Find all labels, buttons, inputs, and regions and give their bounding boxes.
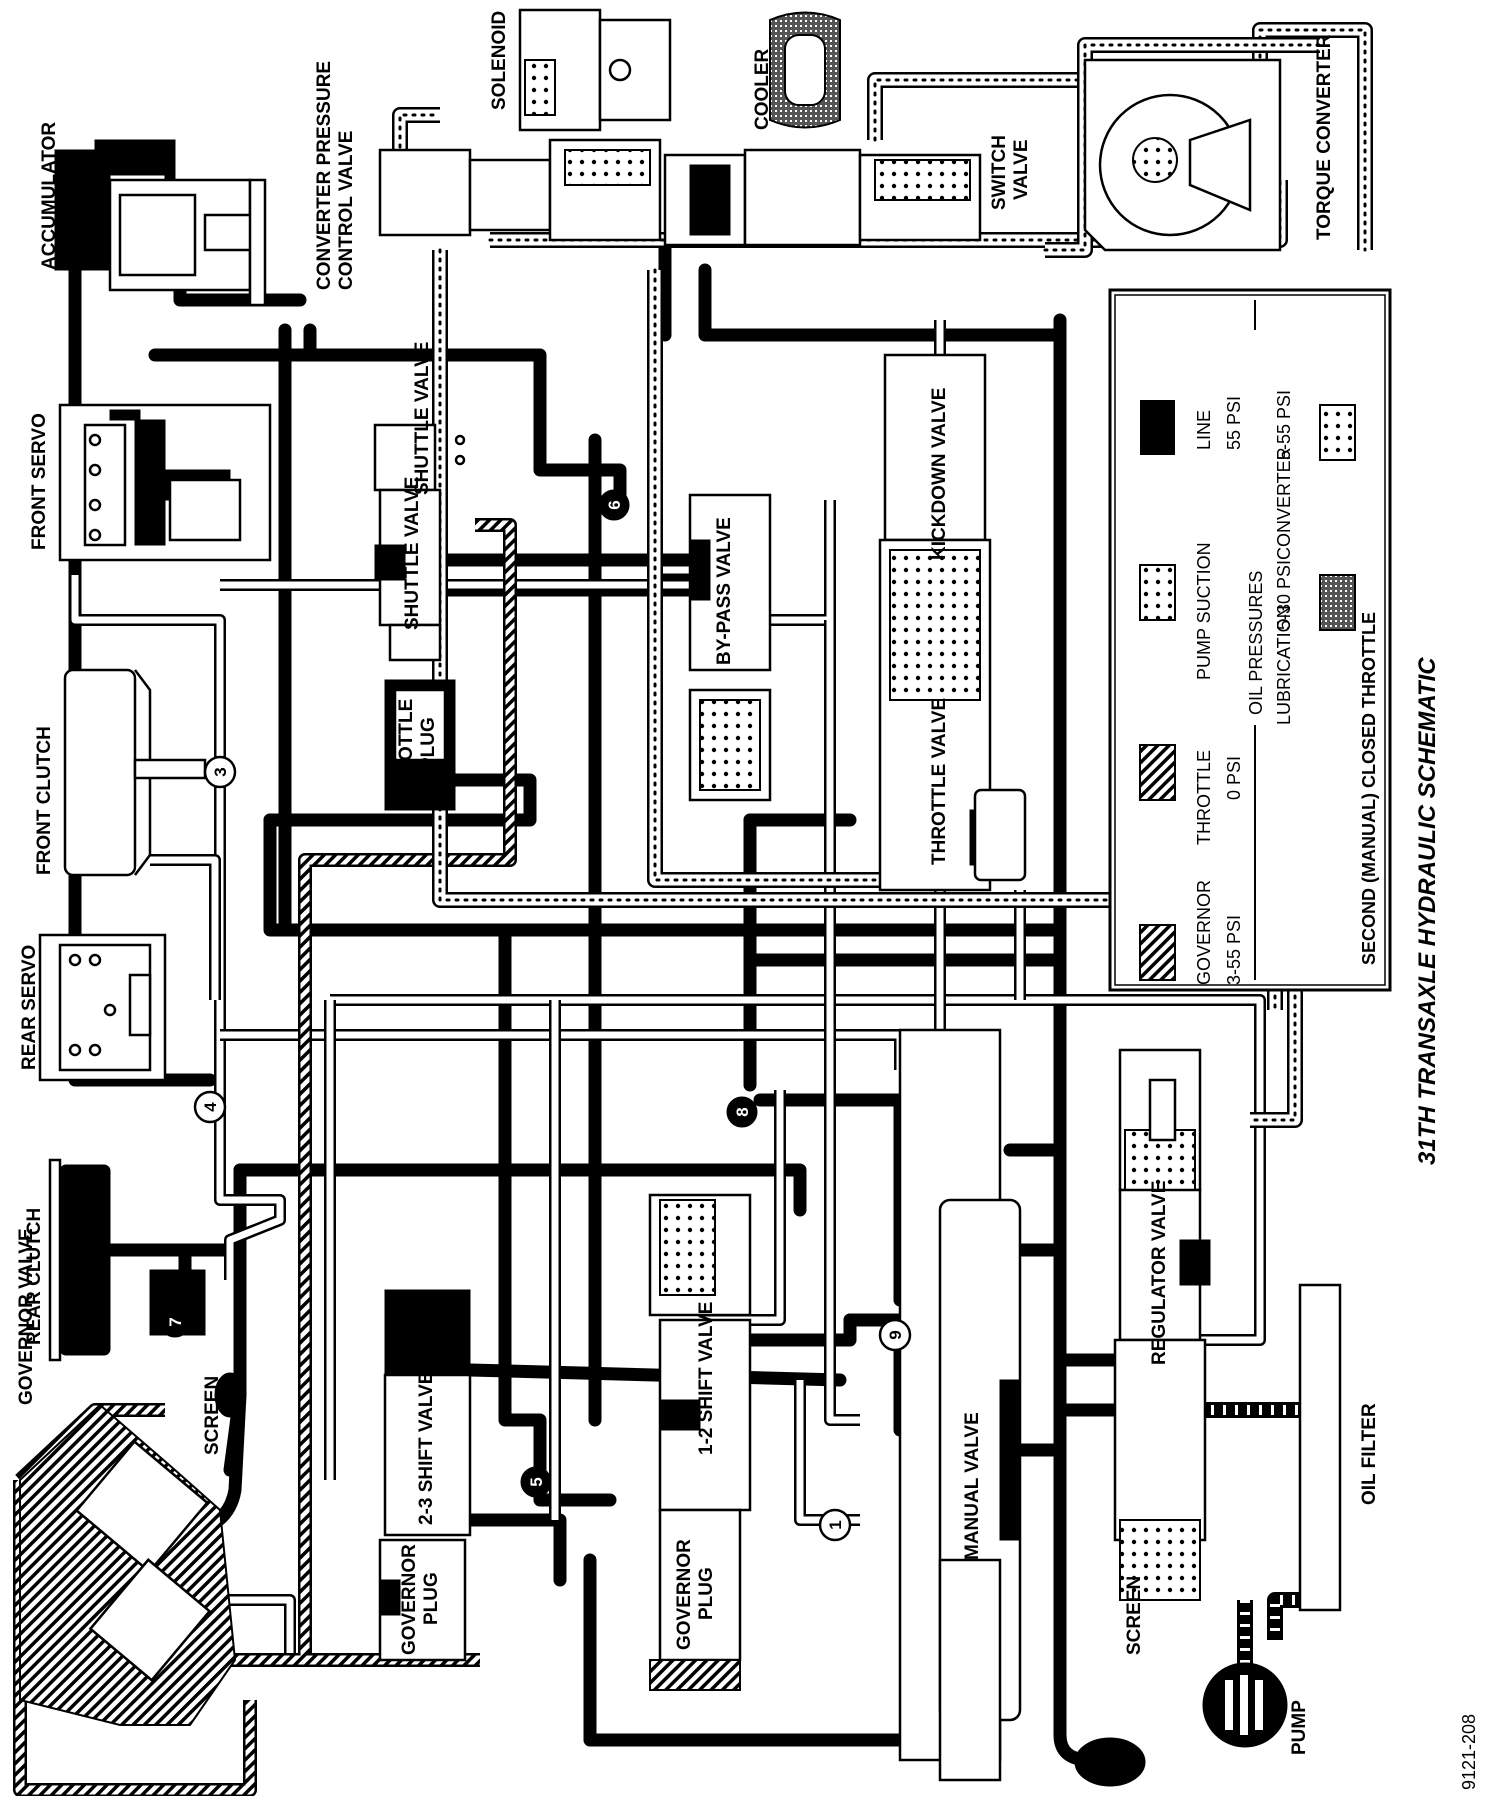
manual-valve-body [898,1028,1022,1782]
legend-line-name: LINE [1194,410,1214,450]
legend-header: OIL PRESSURES [1246,571,1266,715]
check-ball-7: 7 [159,1306,191,1338]
label-governor-left: GOVERNOR [399,1544,420,1655]
component-labels: GOVERNOR VALVE SCREEN REAR CLUTCH REAR S… [16,11,1380,1755]
label-throttle: THROTTLE [396,699,417,800]
torque-converter-body [1083,58,1282,252]
figure-code: 9121-208 [1459,1714,1479,1790]
front-clutch-body [63,668,207,877]
label-switch-valve: VALVE [1011,139,1032,200]
check-ball-5: 5 [520,1466,552,1498]
label-converter-pressure: CONVERTER PRESSURE [314,61,335,290]
legend-swatch-line [1140,400,1175,455]
legend-line-value: 55 PSI [1224,396,1244,450]
regulator-valve-body [1113,1048,1211,1601]
label-accumulator: ACCUMULATOR [39,122,60,270]
legend-swatch-converter [1319,404,1356,461]
label-oil-filter: OIL FILTER [1359,1403,1380,1505]
label-front-servo: FRONT SERVO [29,413,50,550]
converter-control-body [378,8,672,242]
legend-throttle-name: THROTTLE [1194,750,1214,845]
svg-text:6: 6 [605,500,624,509]
label-front-clutch: FRONT CLUTCH [34,726,55,875]
diagram-title: 31TH TRANSAXLE HYDRAULIC SCHEMATIC [1414,657,1441,1165]
check-ball-3: 3 [203,755,237,789]
svg-text:1: 1 [826,1520,845,1529]
label-rear-servo: REAR SERVO [19,945,40,1070]
label-plug-right: PLUG [696,1567,717,1620]
kickdown-throttle-valve-body [878,353,1027,892]
svg-text:7: 7 [166,1317,185,1326]
legend-suction-name: PUMP SUCTION [1194,542,1214,680]
check-balls: 1 3 4 5 6 7 8 9 [159,489,912,1542]
label-control-valve: CONTROL VALVE [336,131,357,290]
label-switch: SWITCH [989,135,1010,210]
front-servo-body [58,403,272,562]
legend-governor-value: 3-55 PSI [1224,915,1244,985]
label-kickdown-valve: KICKDOWN VALVE [929,388,950,560]
pump-body [1074,1662,1288,1787]
label-shuttle-valve-top: SHUTTLE VALVE [412,342,433,495]
accumulator-body [54,139,267,307]
svg-text:3: 3 [211,767,230,776]
switch-valve-body [663,148,982,247]
label-governor-valve: GOVERNOR VALVE [16,1228,37,1405]
legend-converter-value: 5-55 PSI [1274,390,1294,460]
rear-clutch-body [48,1158,206,1362]
legend-throttle-value: 0 PSI [1224,756,1244,800]
label-torque-converter: TORQUE CONVERTER [1314,34,1335,240]
svg-text:5: 5 [527,1477,546,1486]
by-pass-valve-body [688,493,772,802]
label-cooler: COOLER [752,48,773,130]
check-ball-1: 1 [818,1508,852,1542]
label-shuttle-valve: SHUTTLE VALVE [402,477,423,630]
shuttle-valve-body [373,423,466,811]
check-ball-4: 4 [193,1090,227,1124]
label-solenoid: SOLENOID [489,11,510,110]
legend-governor-name: GOVERNOR [1194,880,1214,985]
label-pump: PUMP [1289,1700,1310,1755]
legend-lubrication-name: LUBRICATION [1274,605,1294,725]
governor-valve-body [19,1372,246,1726]
legend-converter-name: CONVERTER [1274,447,1294,560]
legend-swatch-throttle [1139,744,1176,801]
label-shift-valve-2-3: 2-3 SHIFT VALVE [416,1372,437,1525]
label-regulator-valve: REGULATOR VALVE [1149,1181,1170,1365]
label-rear-clutch: REAR CLUTCH [24,1208,45,1345]
rear-servo-body [38,933,167,1082]
legend-box [1108,288,1392,992]
shift-valve-1-2-body [648,1193,752,1691]
label-plug-left: PLUG [421,1572,442,1625]
check-ball-6: 6 [598,489,630,521]
label-throttle-valve: THROTTLE VALVE [929,698,950,865]
legend-subtitle: SECOND (MANUAL) CLOSED THROTTLE [1359,612,1379,965]
legend-swatch-lubrication [1319,574,1356,631]
label-governor-right: GOVERNOR [674,1539,695,1650]
label-plug: PLUG [418,717,439,770]
shift-valve-2-3-body [378,1289,472,1662]
label-by-pass-valve: BY-PASS VALVE [714,517,735,665]
label-manual-valve: MANUAL VALVE [962,1412,983,1560]
label-shift-valve-1-2: 1-2 SHIFT VALVE [696,1302,717,1455]
cooler-body [769,11,841,129]
svg-text:9: 9 [886,1330,905,1339]
legend-swatch-suction [1139,564,1176,621]
legend-swatch-governor [1139,924,1176,981]
svg-text:4: 4 [201,1102,220,1112]
label-screen-pump: SCREEN [1124,1576,1145,1655]
check-ball-9: 9 [878,1318,912,1352]
label-screen-governor: SCREEN [202,1376,223,1455]
oil-filter-body [1298,1283,1342,1612]
legend-lubrication-value: 5-30 PSI [1274,560,1294,630]
svg-text:8: 8 [733,1107,752,1116]
check-ball-8: 8 [726,1096,758,1128]
legend-text: OIL PRESSURES LINE 55 PSI PUMP SUCTION T… [1194,390,1379,985]
